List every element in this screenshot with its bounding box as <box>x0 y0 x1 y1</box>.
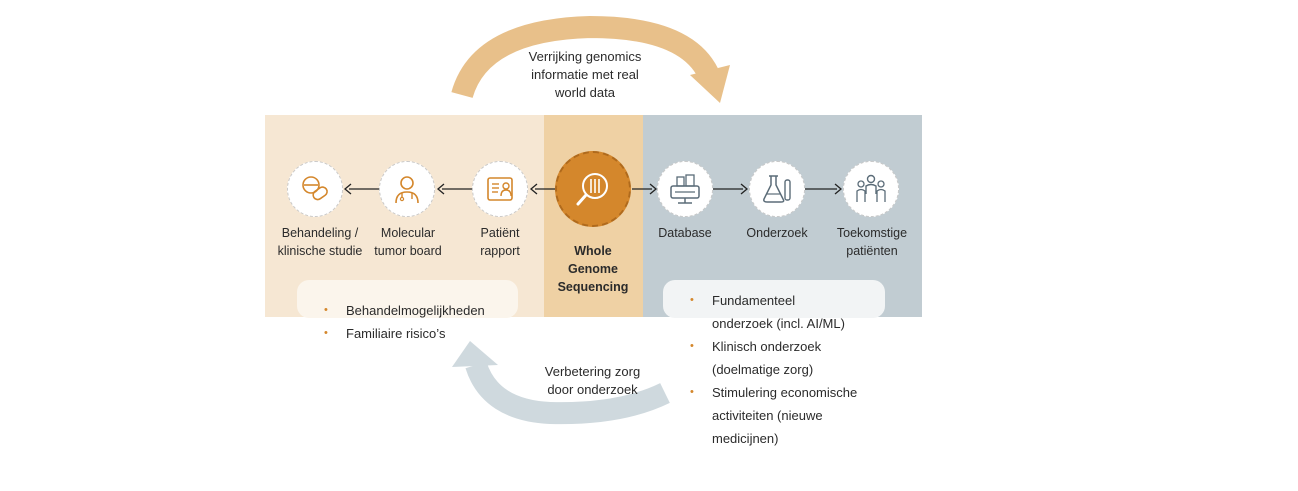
label-onderzoek: Onderzoek <box>746 226 808 240</box>
magnifier-dna-icon <box>576 173 608 206</box>
center-label: Whole Genome Sequencing <box>557 244 629 294</box>
label-behandeling: Behandeling /klinische studie <box>277 226 363 258</box>
bottom-arc-arrow <box>452 341 670 425</box>
bottom-arc-label: Verbetering zorg door onderzoek <box>544 364 641 397</box>
doctor-icon <box>395 176 419 204</box>
left-bullet-list: Behandelmogelijkheden Familiaire risico’… <box>322 299 532 345</box>
node-database <box>657 161 713 217</box>
database-icon <box>670 174 700 204</box>
arrow-left-1 <box>343 183 379 195</box>
node-whole-genome-sequencing <box>555 151 631 227</box>
node-patient-rapport <box>472 161 528 217</box>
flask-icon <box>763 175 791 203</box>
top-arc-arrow <box>451 15 730 103</box>
list-item: Familiaire risico’s <box>322 322 532 345</box>
top-arc-label: Verrijking genomics informatie met real … <box>528 49 642 100</box>
list-item: Behandelmogelijkheden <box>322 299 532 322</box>
people-icon <box>856 174 886 202</box>
node-onderzoek <box>749 161 805 217</box>
arrow-left-2 <box>436 183 472 195</box>
arrow-left-3 <box>529 183 555 195</box>
patient-report-icon <box>487 177 513 201</box>
pills-icon <box>302 176 328 201</box>
node-tumor-board <box>379 161 435 217</box>
arrow-right-2 <box>713 183 749 195</box>
arrow-right-3 <box>805 183 843 195</box>
node-behandeling <box>287 161 343 217</box>
list-item: Klinisch onderzoek(doelmatige zorg) <box>688 335 908 381</box>
label-database: Database <box>658 226 712 240</box>
arrow-right-1 <box>632 183 658 195</box>
node-toekomstige-patienten <box>843 161 899 217</box>
